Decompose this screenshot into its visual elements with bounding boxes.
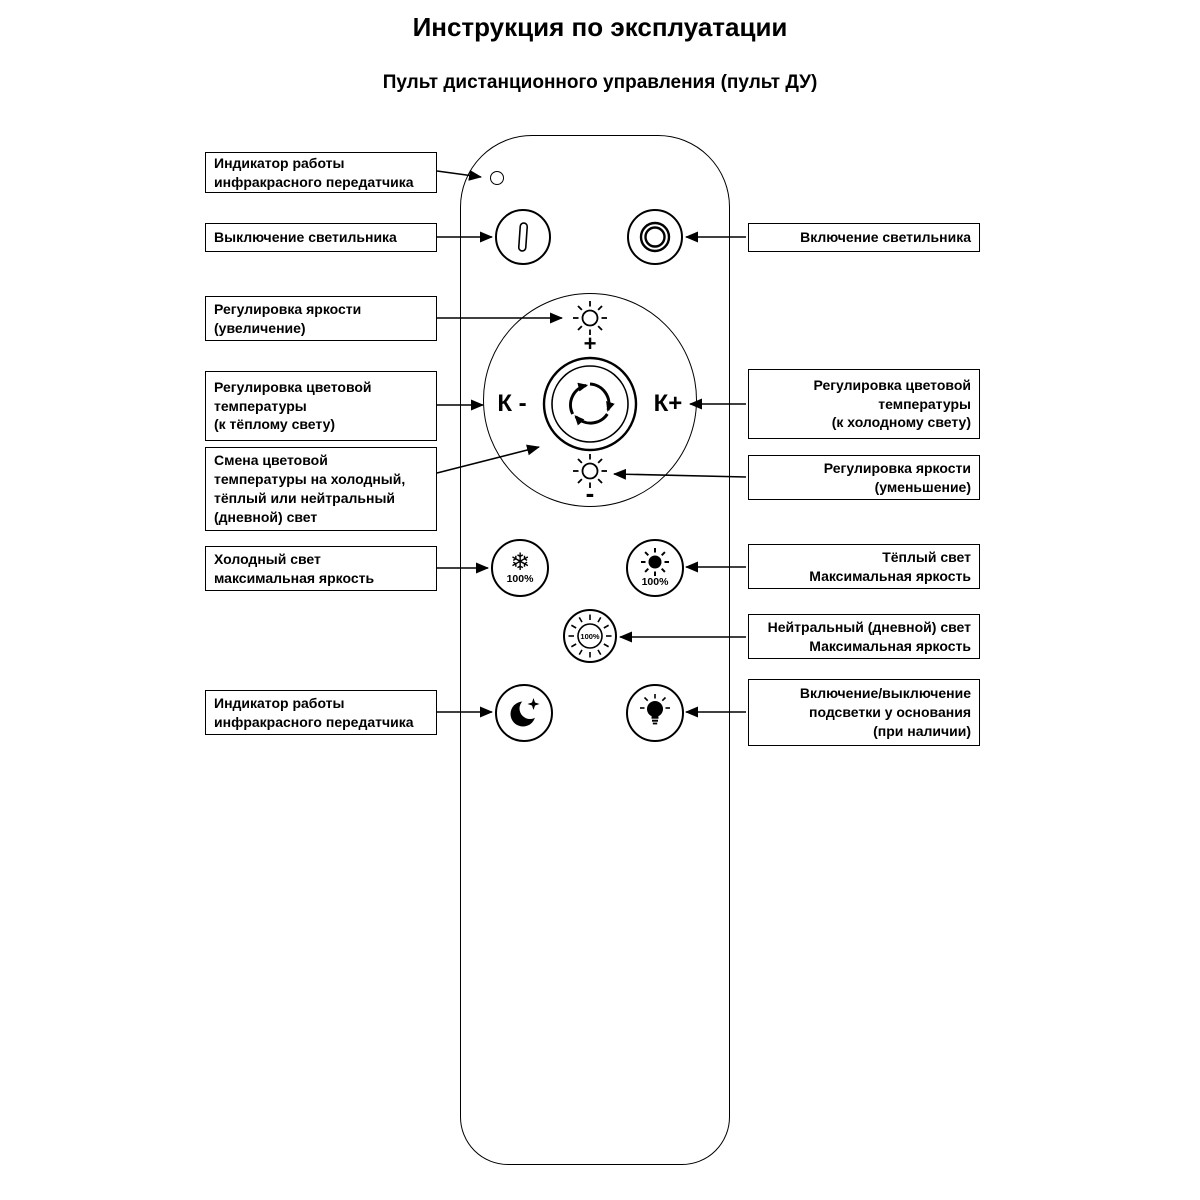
warm-percent-label: 100% xyxy=(641,576,669,589)
backlight-button xyxy=(626,684,684,742)
callout-power-off: Выключение светильника xyxy=(205,223,437,252)
warm-max-button: 100% xyxy=(626,539,684,597)
power-on-icon xyxy=(639,221,671,253)
minus-sign: - xyxy=(585,478,595,508)
bulb-icon xyxy=(640,694,670,725)
page-subtitle: Пульт дистанционного управления (пульт Д… xyxy=(382,72,818,93)
power-off-icon xyxy=(517,222,529,252)
callout-backlight: Включение/выключение подсветки у основан… xyxy=(748,679,980,746)
callout-power-on: Включение светильника xyxy=(748,223,980,252)
plus-sign: + xyxy=(583,331,597,356)
k-minus-label: К - xyxy=(497,390,527,417)
callout-neutral-max: Нейтральный (дневной) свет Максимальная … xyxy=(748,614,980,659)
k-plus-label: К+ xyxy=(653,390,683,417)
cold-percent-label: 100% xyxy=(506,573,534,586)
moon-star-icon xyxy=(510,698,541,727)
neutral-sun-icon: 100% xyxy=(568,614,612,658)
callout-brightness-up: Регулировка яркости (увеличение) xyxy=(205,296,437,341)
callout-warm-max: Тёплый свет Максимальная яркость xyxy=(748,544,980,589)
callout-cool-temp: Регулировка цветовой температуры (к холо… xyxy=(748,369,980,439)
neutral-percent-label: 100% xyxy=(580,632,600,641)
power-on-button xyxy=(627,209,683,265)
night-mode-button xyxy=(495,684,553,742)
snowflake-icon: ❄ xyxy=(509,548,531,577)
callout-cold-max: Холодный свет максимальная яркость xyxy=(205,546,437,591)
callout-temp-cycle: Смена цветовой температуры на холодный, … xyxy=(205,447,437,531)
warm-sun-icon xyxy=(641,548,669,577)
ir-indicator-dot xyxy=(490,171,504,185)
callout-brightness-down: Регулировка яркости (уменьшение) xyxy=(748,455,980,500)
callout-ir-indicator-top: Индикатор работы инфракрасного передатчи… xyxy=(205,152,437,193)
neutral-max-button: 100% xyxy=(563,609,617,663)
power-off-button xyxy=(495,209,551,265)
cold-max-button: ❄ 100% xyxy=(491,539,549,597)
page-title: Инструкция по эксплуатации xyxy=(412,12,788,42)
callout-warm-temp: Регулировка цветовой температуры (к тёпл… xyxy=(205,371,437,441)
callout-ir-indicator-bottom: Индикатор работы инфракрасного передатчи… xyxy=(205,690,437,735)
